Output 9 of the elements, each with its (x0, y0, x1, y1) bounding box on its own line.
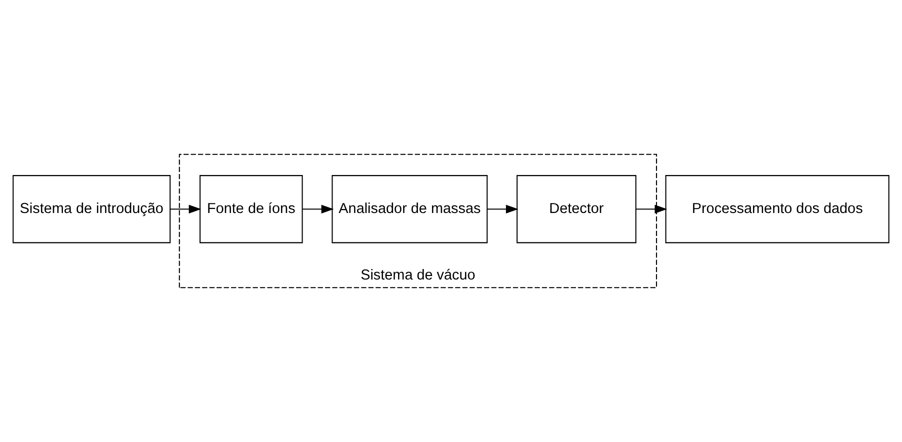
node-box: Processamento dos dados (665, 175, 890, 244)
node-box: Sistema de introdução (12, 175, 171, 244)
node-box: Analisador de massas (332, 175, 488, 244)
arrow (487, 204, 518, 214)
node-box: Fonte de íons (200, 175, 303, 244)
node-box: Detector (516, 175, 636, 244)
arrow (302, 204, 334, 214)
arrow (170, 204, 202, 214)
arrow (636, 204, 668, 214)
